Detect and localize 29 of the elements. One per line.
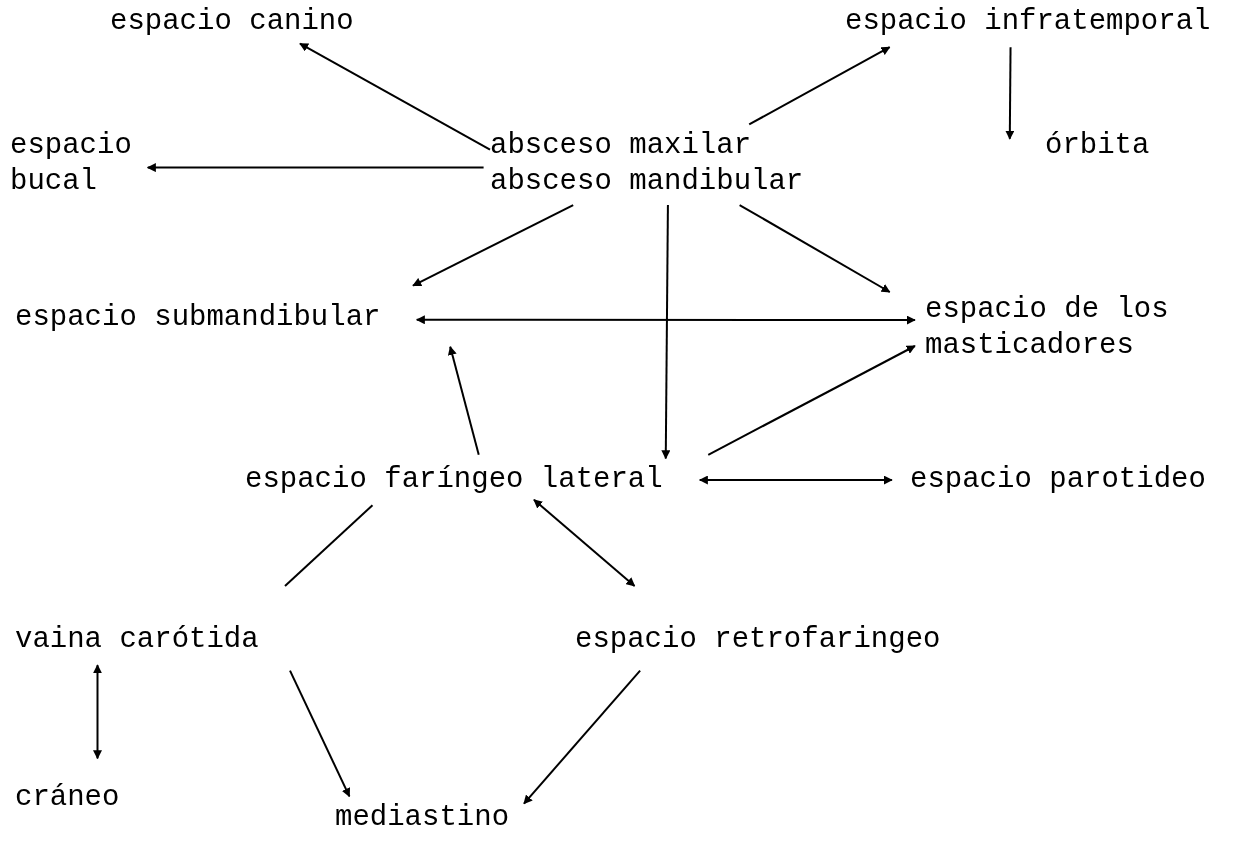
space-label: espacio parotideo bbox=[910, 462, 1212, 498]
arrow bbox=[661, 204, 671, 460]
space-label: espacio submandibular bbox=[15, 300, 387, 336]
arrow bbox=[93, 664, 102, 760]
arrow bbox=[447, 345, 480, 456]
arrow bbox=[707, 345, 916, 456]
arrow bbox=[738, 204, 891, 293]
space-label: espacio canino bbox=[110, 4, 360, 40]
space-label: espacio faríngeo lateral bbox=[245, 462, 670, 498]
space-label: absceso maxilar absceso mandibular bbox=[490, 128, 810, 200]
space-label: vaina carótida bbox=[15, 622, 265, 658]
connector-line bbox=[284, 504, 374, 587]
arrow bbox=[289, 669, 351, 798]
space-label: espacio infratemporal bbox=[845, 4, 1217, 40]
space-label: espacio bucal bbox=[10, 128, 140, 200]
arrow bbox=[698, 475, 893, 485]
arrow bbox=[299, 42, 491, 151]
space-label: cráneo bbox=[15, 780, 125, 816]
arrow bbox=[523, 669, 642, 805]
arrow bbox=[146, 163, 485, 173]
arrow bbox=[1005, 46, 1015, 140]
arrow bbox=[415, 315, 916, 325]
arrow bbox=[748, 46, 891, 126]
arrow bbox=[412, 204, 575, 287]
space-label: espacio retrofaringeo bbox=[575, 622, 947, 658]
space-label: órbita bbox=[1045, 128, 1155, 164]
arrow bbox=[533, 498, 636, 587]
space-label: mediastino bbox=[335, 800, 515, 836]
space-label: espacio de los masticadores bbox=[925, 292, 1177, 364]
